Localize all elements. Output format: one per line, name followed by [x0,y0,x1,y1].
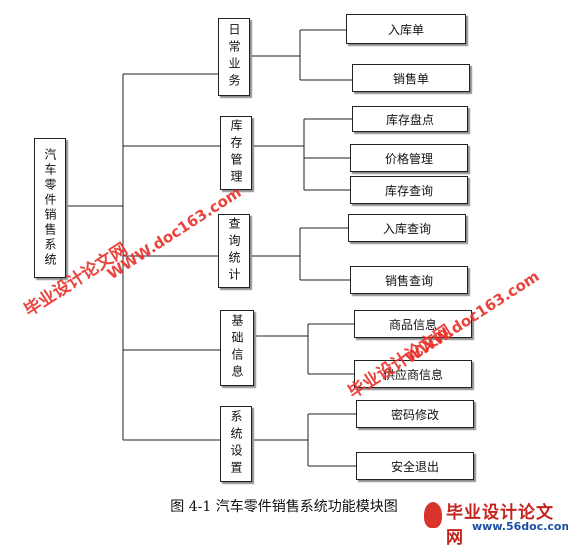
leaf-node: 商品信息 [354,310,472,338]
leaf-label: 入库查询 [382,221,431,236]
branch-label: 系统设置 [229,410,243,478]
leaf-label: 安全退出 [390,459,439,474]
leaf-node: 价格管理 [350,144,468,172]
logo-url: www.56doc.com [472,520,568,533]
leaf-node: 安全退出 [356,452,474,480]
leaf-node: 入库查询 [348,214,466,242]
leaf-label: 价格管理 [384,151,433,166]
leaf-node: 库存查询 [350,176,468,204]
figure-caption: 图 4-1 汽车零件销售系统功能模块图 [170,499,398,515]
branch-label: 基础信息 [230,314,244,382]
branch-label: 库存管理 [229,119,243,187]
leaf-node: 库存盘点 [352,106,468,132]
branch-node-settings: 系统设置 [220,406,252,482]
leaf-node: 密码修改 [356,400,474,428]
root-node: 汽车零件销售系统 [34,138,66,278]
leaf-label: 入库单 [387,22,424,37]
site-logo: 毕业设计论文网 www.56doc.com [424,498,568,548]
leaf-label: 库存盘点 [385,112,434,127]
leaf-node: 销售查询 [350,266,468,294]
branch-node-basic-info: 基础信息 [220,310,254,386]
leaf-node: 供应商信息 [354,360,472,388]
branch-node-inventory: 库存管理 [220,116,252,190]
leaf-label: 密码修改 [390,407,439,422]
logo-mark-icon [424,502,442,528]
leaf-label: 销售单 [392,71,429,86]
leaf-label: 库存查询 [384,183,433,198]
root-node-label: 汽车零件销售系统 [43,148,57,268]
leaf-label: 商品信息 [388,317,437,332]
branch-label: 日常业务 [227,23,241,91]
branch-node-query: 查询统计 [218,214,250,288]
leaf-label: 供应商信息 [382,367,443,382]
branch-label: 查询统计 [227,217,241,285]
branch-node-daily: 日常业务 [218,18,250,96]
leaf-node: 销售单 [352,64,470,92]
leaf-node: 入库单 [346,14,466,44]
leaf-label: 销售查询 [384,273,433,288]
